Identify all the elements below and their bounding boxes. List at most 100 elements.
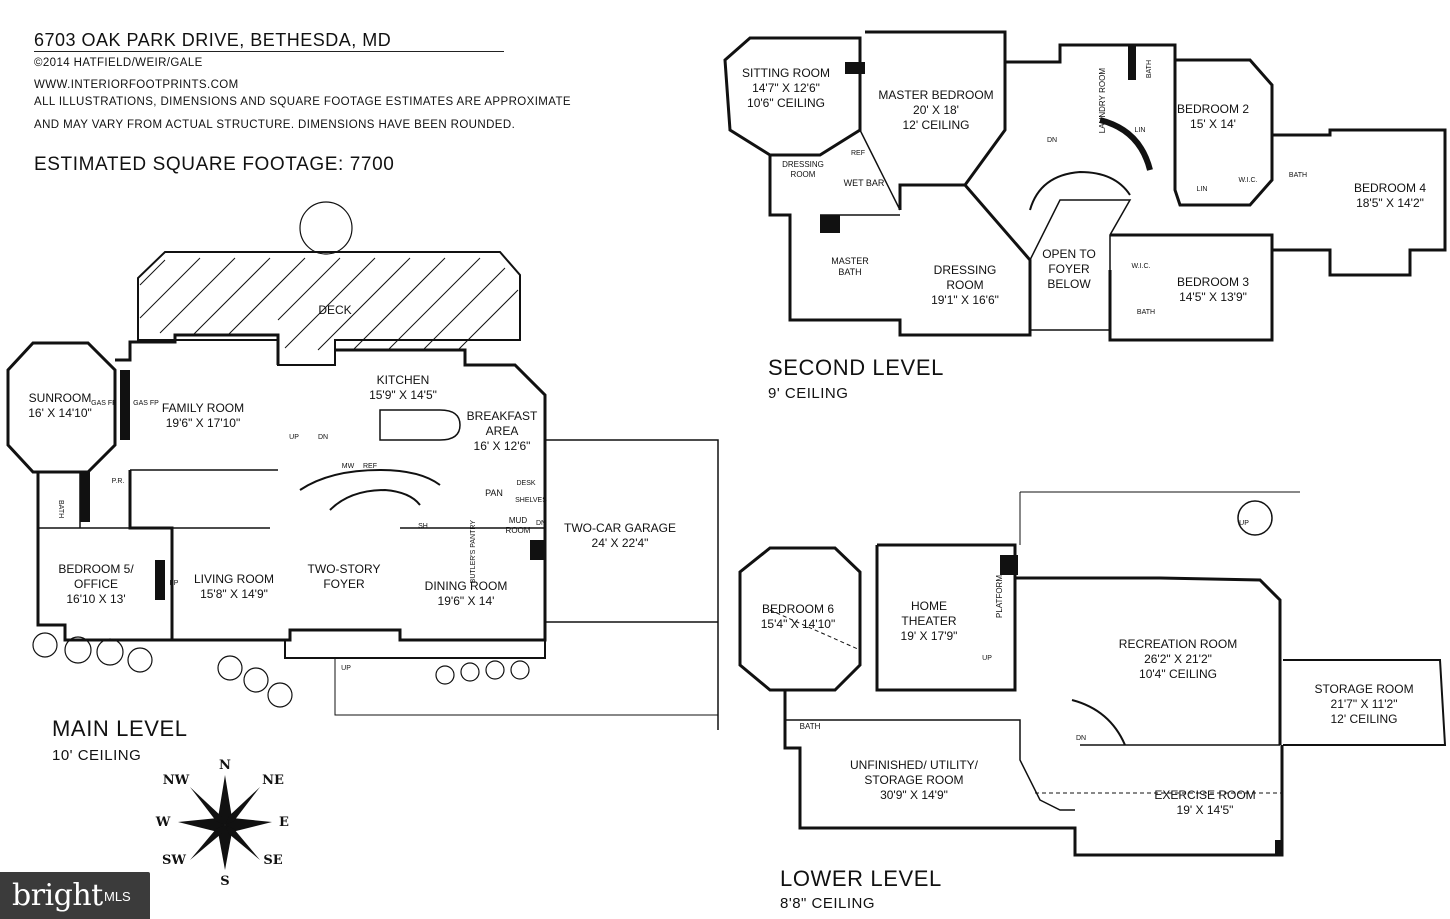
main-bath-label: BATH — [57, 500, 65, 519]
wet-bar-label: WET BAR — [843, 178, 885, 188]
shelf-label: SH — [418, 523, 428, 530]
bedroom3-bath-label: BATH — [1136, 309, 1156, 316]
disclaimer-line-1: ALL ILLUSTRATIONS, DIMENSIONS AND SQUARE… — [34, 96, 571, 108]
second-curved-stair — [1029, 170, 1131, 211]
bedroom6-outline — [738, 546, 862, 692]
website-text: WWW.INTERIORFOOTPRINTS.COM — [34, 79, 239, 91]
garage-dn: DN — [535, 520, 547, 527]
bedroom2-bath-label: BATH — [1146, 60, 1153, 79]
lower-curved-stair — [1071, 699, 1126, 746]
address-underline — [34, 51, 504, 52]
sitting-room-outline — [723, 36, 862, 157]
fireplace-label: FP — [169, 580, 179, 587]
laundry-room-label: LAUNDRY ROOM — [1098, 68, 1107, 134]
copyright-text: ©2014 HATFIELD/WEIR/GALE — [34, 57, 203, 69]
main-stair-up: UP — [289, 434, 299, 441]
main-level-ceiling: 10' CEILING — [52, 747, 142, 764]
wic-label-upper: W.I.C. — [1238, 177, 1258, 184]
platform-label: PLATFORM — [995, 575, 1004, 618]
garage-walls — [545, 439, 719, 730]
kitchen-walls — [335, 348, 547, 520]
lower-level-ceiling: 8'8" CEILING — [780, 895, 876, 912]
lower-level-title: LOWER LEVEL — [780, 866, 942, 891]
upper-left-walls — [768, 155, 1032, 337]
compass-w: W — [155, 815, 171, 830]
gas-fireplace-left: GAS FP — [91, 400, 117, 407]
open-foyer — [1029, 199, 1132, 331]
logo-suffix: MLS — [104, 889, 131, 904]
powder-room-label: P.R. — [111, 478, 125, 485]
shelves-label: SHELVES — [515, 497, 547, 504]
compass-s: S — [220, 874, 230, 889]
compass-se: SE — [263, 853, 283, 868]
main-curved-stair — [299, 468, 441, 491]
square-footage: ESTIMATED SQUARE FOOTAGE: 7700 — [34, 154, 395, 175]
lower-south-walls — [783, 690, 1284, 857]
lower-stair-dn: DN — [1075, 735, 1087, 742]
linen-closet-1: LIN — [1134, 127, 1146, 134]
second-level-title: SECOND LEVEL — [768, 355, 944, 380]
bright-mls-logo: bright MLS — [0, 872, 150, 919]
landscaping — [32, 201, 530, 708]
rec-room-walls — [1015, 576, 1282, 745]
porch-up: UP — [341, 665, 351, 672]
bedroom2-outline — [1173, 58, 1274, 207]
main-level-title: MAIN LEVEL — [52, 716, 188, 741]
second-level-ceiling: 9' CEILING — [768, 385, 849, 402]
disclaimer-line-2: AND MAY VARY FROM ACTUAL STRUCTURE. DIME… — [34, 119, 516, 131]
lower-stair-up: UP — [982, 655, 992, 662]
center-walls — [1005, 43, 1177, 64]
refrigerator-label: REF — [363, 463, 377, 470]
linen-closet-2: LIN — [1196, 186, 1208, 193]
bedroom5-walls — [36, 470, 174, 642]
spiral-stair-up: UP — [1239, 520, 1249, 527]
theater-walls — [875, 543, 1017, 692]
compass-ne: NE — [262, 773, 284, 788]
gas-fireplace-right: GAS FP — [133, 400, 159, 407]
bedroom4-bath-label: BATH — [1288, 172, 1308, 179]
logo-brand: bright — [12, 878, 103, 913]
pan-label: PAN — [485, 488, 503, 498]
compass-e: E — [279, 815, 289, 830]
property-address: 6703 OAK PARK DRIVE, BETHESDA, MD — [34, 30, 392, 50]
lower-bath-label: BATH — [799, 722, 821, 731]
master-bedroom-walls — [865, 30, 1007, 210]
deck-hatching — [139, 257, 519, 351]
compass-sw: SW — [162, 853, 186, 868]
storage-room-walls — [1283, 659, 1447, 746]
compass-rose-shape — [178, 775, 272, 870]
family-room-walls — [115, 333, 280, 365]
compass-nw: NW — [162, 773, 190, 788]
spiral-stair — [1237, 500, 1273, 536]
deck-label: DECK — [318, 303, 352, 317]
wet-bar-ref-label: REF — [851, 150, 865, 157]
utility-walls — [784, 719, 1075, 811]
main-stair-dn: DN — [317, 434, 329, 441]
desk-label: DESK — [516, 480, 536, 487]
butlers-pantry-label: BUTLER'S PANTRY — [470, 520, 477, 584]
kitchen-island — [379, 409, 461, 441]
